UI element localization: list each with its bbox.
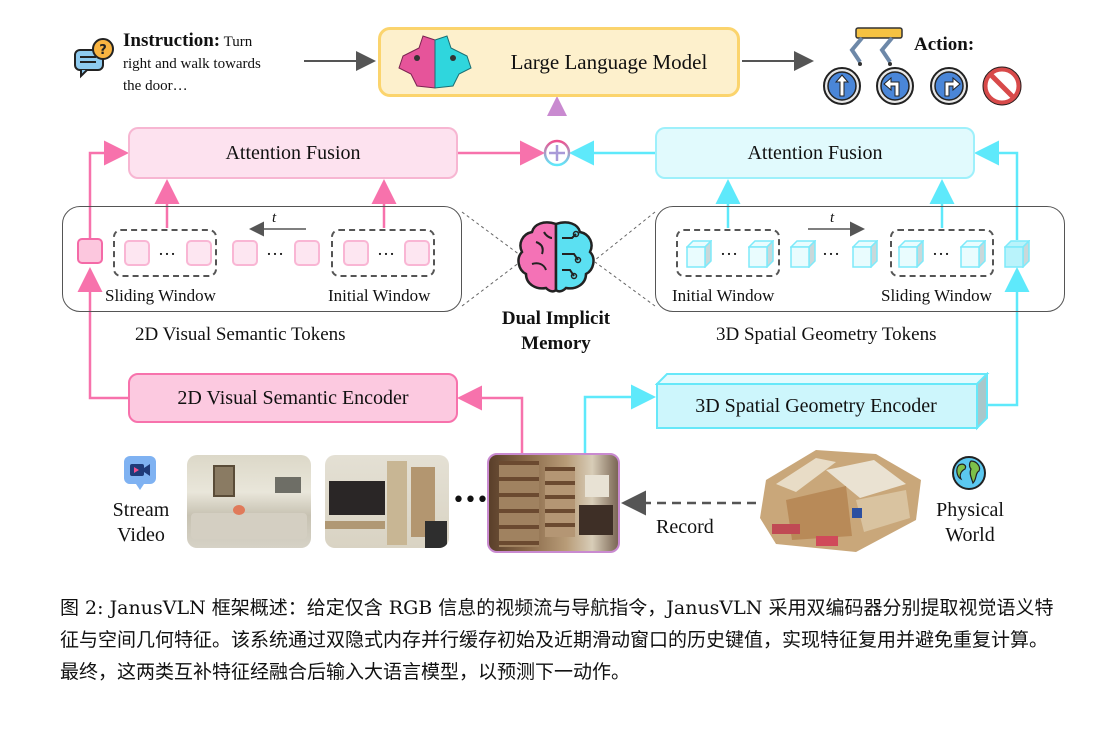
globe-icon (951, 455, 987, 491)
geometry-token (959, 239, 987, 269)
geometry-token (897, 239, 925, 269)
visual-semantic-encoder: 2D Visual Semantic Encoder (128, 373, 458, 423)
visual-token-cache-panel (62, 206, 462, 312)
sliding-window-3d (890, 229, 994, 277)
geometry-token (685, 239, 713, 269)
geometry-token (747, 239, 775, 269)
encoder-to-token-line (77, 267, 128, 400)
llm-box: Large Language Model (378, 27, 740, 97)
instruction-label: Instruction: (123, 30, 221, 51)
current-video-frame (487, 453, 620, 553)
geometry-token (789, 239, 817, 269)
memory-label-line-2: Memory (521, 333, 591, 354)
figure-caption: 图 2: JanusVLN 框架概述：给定仅含 RGB 信息的视频流与导航指令，… (60, 597, 1054, 683)
token-to-fusion-line-3d (974, 140, 1019, 240)
initial-window-label-2d: Initial Window (328, 286, 431, 305)
initial-window-2d (331, 229, 435, 277)
visual-token (343, 240, 369, 266)
dual-implicit-memory-label: Dual Implicit Memory (480, 306, 632, 356)
visual-token (404, 240, 430, 266)
llm-label: Large Language Model (510, 49, 708, 74)
ellipsis: … (377, 239, 396, 259)
arrow-up-icon (822, 66, 862, 106)
token-to-fusion-line (88, 140, 129, 238)
record-label: Record (656, 516, 714, 538)
spatial-geometry-encoder: 3D Spatial Geometry Encoder (657, 384, 975, 428)
geometry-token (851, 239, 879, 269)
frame-to-2d-encoder-line (457, 385, 524, 455)
world-label-line-1: Physical (936, 499, 1004, 521)
frame-to-3d-encoder-line (583, 384, 656, 455)
memory-label-line-1: Dual Implicit (501, 308, 611, 329)
connector-layer (77, 51, 1030, 516)
more-frames-ellipsis: ••• (452, 488, 489, 513)
world-label-line-2: World (945, 524, 995, 546)
instruction-line-2: right and walk towards (123, 56, 261, 72)
sliding-window-2d (113, 229, 217, 277)
svg-text:?: ? (99, 43, 107, 58)
attention-fusion-3d-label: Attention Fusion (747, 141, 883, 164)
ellipsis: … (158, 239, 177, 259)
geometry-tokens-label: 3D Spatial Geometry Tokens (716, 324, 937, 345)
sliding-window-label-2d: Sliding Window (105, 286, 216, 305)
time-label-left: t (272, 210, 277, 226)
stream-label-line-2: Video (117, 524, 165, 546)
visual-encoder-label: 2D Visual Semantic Encoder (177, 386, 409, 409)
ellipsis: … (822, 239, 841, 259)
ellipsis: … (266, 239, 285, 259)
video-frame-1 (187, 455, 311, 548)
initial-window-3d (676, 229, 780, 277)
video-camera-icon (122, 454, 158, 494)
video-frame-2 (325, 455, 449, 548)
instruction-line-3: the door… (123, 78, 188, 94)
chat-question-icon: ? (72, 36, 118, 82)
instruction-text: Instruction: Turn right and walk towards… (123, 30, 261, 97)
visual-token (294, 240, 320, 266)
time-label-right: t (830, 210, 835, 226)
attention-fusion-2d-label: Attention Fusion (225, 141, 361, 164)
stream-video-label: Stream Video (104, 498, 178, 548)
instruction-line-1: Turn (223, 34, 253, 50)
house-3d-scan (756, 440, 926, 558)
visual-token (186, 240, 212, 266)
visual-token (124, 240, 150, 266)
memory-zoom-lines (461, 211, 656, 307)
stream-label-line-1: Stream (112, 499, 170, 521)
sliding-window-label-3d: Sliding Window (881, 286, 992, 305)
visual-token (232, 240, 258, 266)
physical-world-label: Physical World (922, 498, 1018, 548)
geometry-encoder-3d-shape (655, 372, 990, 431)
turn-right-icon (929, 66, 969, 106)
initial-window-label-3d: Initial Window (672, 286, 775, 305)
turn-left-icon (875, 66, 915, 106)
geometry-token-cache-panel (655, 206, 1065, 312)
visual-tokens-label: 2D Visual Semantic Tokens (135, 324, 346, 345)
current-geometry-token (1003, 239, 1031, 269)
action-label: Action: (914, 34, 975, 55)
ellipsis: … (720, 239, 739, 259)
encoder-to-token-line-3d (975, 267, 1030, 407)
current-visual-token (77, 238, 103, 264)
stop-icon (982, 66, 1022, 106)
brain-icon (514, 218, 598, 294)
janus-two-headed-dog-icon (395, 34, 475, 92)
ellipsis: … (932, 239, 951, 259)
geometry-encoder-label: 3D Spatial Geometry Encoder (695, 394, 937, 417)
attention-fusion-3d: Attention Fusion (655, 127, 975, 179)
quadruped-robot-icon (842, 24, 906, 68)
attention-fusion-2d: Attention Fusion (128, 127, 458, 179)
